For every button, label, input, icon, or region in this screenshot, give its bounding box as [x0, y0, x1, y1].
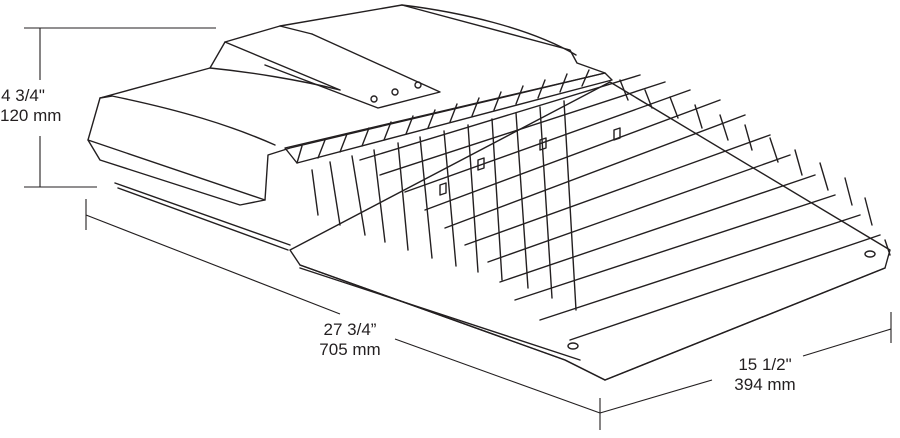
vent-slats	[284, 69, 613, 164]
length-dimension-label: 27 3/4” 705 mm	[300, 320, 400, 360]
height-dimension-label: 4 3/4" 120 mm	[0, 86, 62, 126]
length-metric: 705 mm	[319, 340, 381, 359]
width-dimension-lines	[599, 312, 892, 414]
heat-sink-fins	[289, 74, 891, 381]
width-metric: 394 mm	[734, 375, 796, 394]
length-imperial: 27 3/4”	[323, 320, 377, 339]
height-metric: 120 mm	[0, 106, 62, 125]
length-dimension-lines	[85, 199, 601, 430]
height-dimension-lines	[24, 27, 216, 188]
height-imperial: 4 3/4"	[1, 86, 45, 105]
width-imperial: 15 1/2"	[738, 355, 792, 374]
width-dimension-label: 15 1/2" 394 mm	[720, 355, 810, 395]
